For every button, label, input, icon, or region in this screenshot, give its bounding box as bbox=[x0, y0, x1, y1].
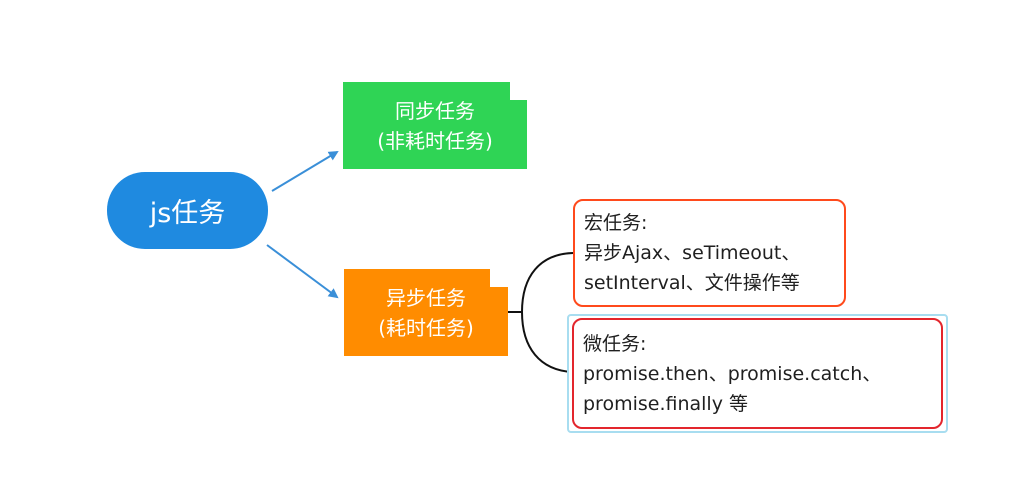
sync-task-title: 同步任务 bbox=[395, 98, 475, 123]
root-node-js-tasks[interactable]: js任务 bbox=[107, 172, 268, 249]
micro-task-node[interactable]: 微任务: promise.then、promise.catch、 promise… bbox=[572, 318, 943, 429]
root-label: js任务 bbox=[149, 198, 226, 229]
micro-task-line-1: promise.then、promise.catch、 bbox=[583, 362, 882, 385]
macro-task-node[interactable]: 宏任务: 异步Ajax、seTimeout、 setInterval、文件操作等 bbox=[573, 199, 846, 307]
micro-task-line-2: promise.finally 等 bbox=[583, 392, 748, 415]
macro-task-line-1: 异步Ajax、seTimeout、 bbox=[584, 242, 801, 264]
micro-task-title: 微任务: bbox=[583, 332, 647, 355]
async-task-node[interactable]: 异步任务 (耗时任务) bbox=[344, 269, 508, 356]
async-task-subtitle: (耗时任务) bbox=[378, 315, 474, 340]
macro-task-line-2: setInterval、文件操作等 bbox=[584, 272, 800, 294]
arrow-to-async bbox=[266, 244, 339, 299]
arrow-to-sync bbox=[271, 150, 339, 192]
macro-task-title: 宏任务: bbox=[584, 212, 648, 234]
sync-task-node[interactable]: 同步任务 (非耗时任务) bbox=[343, 82, 527, 169]
async-task-title: 异步任务 bbox=[386, 285, 466, 310]
bracket-connector bbox=[508, 252, 574, 373]
sync-task-subtitle: (非耗时任务) bbox=[377, 128, 493, 153]
